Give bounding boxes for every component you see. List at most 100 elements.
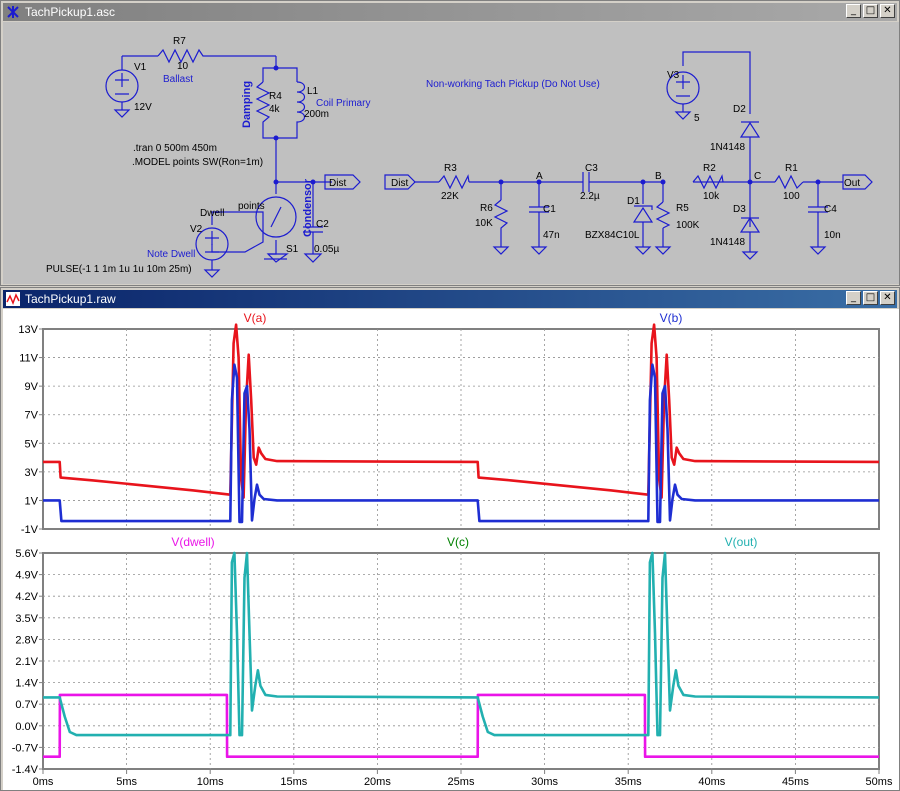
schematic-wires xyxy=(105,48,873,278)
x-tick-label: 35ms xyxy=(615,776,642,788)
v2-name: V2 xyxy=(190,224,203,235)
condensor-label: Condensor xyxy=(302,178,314,237)
waveform-titlebar[interactable]: TachPickup1.raw _ □ ✕ xyxy=(3,290,897,308)
v2-pulse: PULSE(-1 1 1m 1u 1u 10m 25m) xyxy=(46,264,192,275)
schematic-maximize-button[interactable]: □ xyxy=(863,4,878,18)
r2-value: 10k xyxy=(703,191,720,202)
r7-name: R7 xyxy=(173,36,186,47)
damping-label: Damping xyxy=(241,81,253,128)
legend-va: V(a) xyxy=(244,311,267,325)
node-b-label: B xyxy=(655,171,662,182)
waveform-title: TachPickup1.raw xyxy=(25,292,116,306)
c1-name: C1 xyxy=(543,204,556,215)
d2-value: 1N4148 xyxy=(710,142,745,153)
y-tick-label: 2.8V xyxy=(15,634,38,646)
r5-value: 100K xyxy=(676,220,700,231)
x-tick-label: 0ms xyxy=(33,776,54,788)
waveform-window: TachPickup1.raw _ □ ✕ 13V 11V 9V 7V 5V 3V 1V -1… xyxy=(0,287,900,791)
waveform-maximize-button[interactable]: □ xyxy=(863,291,878,305)
node-c-label: C xyxy=(754,171,761,182)
y-tick-label: 9V xyxy=(25,381,39,393)
x-tick-label: 25ms xyxy=(448,776,475,788)
waveform-minimize-button[interactable]: _ xyxy=(846,291,861,305)
model-directive: .MODEL points SW(Ron=1m) xyxy=(132,157,263,168)
waveform-close-button[interactable]: ✕ xyxy=(880,291,895,305)
waveform-plot-area[interactable]: 13V 11V 9V 7V 5V 3V 1V -1V V(a) V(b) 5.6V 4.9V 4.2V… xyxy=(3,309,899,790)
c3-name: C3 xyxy=(585,163,598,174)
y-tick-label: 5V xyxy=(25,438,39,450)
r2-name: R2 xyxy=(703,163,716,174)
legend-vdwell: V(dwell) xyxy=(171,535,214,549)
r5-name: R5 xyxy=(676,203,689,214)
l1-name: L1 xyxy=(307,86,319,97)
schematic-minimize-button[interactable]: _ xyxy=(846,4,861,18)
r6-name: R6 xyxy=(480,203,493,214)
d1-name: D1 xyxy=(627,196,640,207)
y-tick-label: 5.6V xyxy=(15,548,38,560)
y-tick-label: 11V xyxy=(19,353,38,365)
y-tick-label: 7V xyxy=(25,410,39,422)
schematic-close-button[interactable]: ✕ xyxy=(880,4,895,18)
y-tick-label: 1.4V xyxy=(15,678,38,690)
dist-in-port[interactable]: Dist xyxy=(391,178,408,189)
x-tick-label: 20ms xyxy=(364,776,391,788)
trace-vb xyxy=(43,363,879,524)
r3-value: 22K xyxy=(441,191,459,202)
v3-value: 5 xyxy=(694,113,700,124)
upper-plot-pane[interactable]: 13V 11V 9V 7V 5V 3V 1V -1V V(a) V(b) xyxy=(18,311,880,536)
x-tick-label: 50ms xyxy=(866,776,893,788)
out-port[interactable]: Out xyxy=(844,178,860,189)
dist-out-port[interactable]: Dist xyxy=(329,178,346,189)
r7-value: 10 xyxy=(177,61,189,72)
x-tick-label: 15ms xyxy=(280,776,307,788)
l1-value: 200m xyxy=(304,109,329,120)
y-tick-label: 4.9V xyxy=(15,570,38,582)
c2-name: C2 xyxy=(316,219,329,230)
y-tick-label: 4.2V xyxy=(15,591,38,603)
y-tick-label: -1V xyxy=(21,524,39,536)
s1-name: S1 xyxy=(286,244,299,255)
r1-value: 100 xyxy=(783,191,800,202)
circuit-comment: Non-working Tach Pickup (Do Not Use) xyxy=(426,79,600,90)
x-tick-label: 10ms xyxy=(197,776,224,788)
v2-note: Note Dwell xyxy=(147,249,195,260)
schematic-canvas[interactable]: R7 10 Ballast V1 12V R4 4k L1 Coil Prima… xyxy=(3,22,899,284)
y-tick-label: -0.7V xyxy=(12,742,39,754)
v3-name: V3 xyxy=(667,70,680,81)
x-tick-label: 5ms xyxy=(116,776,137,788)
v1-value: 12V xyxy=(134,102,152,113)
d2-name: D2 xyxy=(733,104,746,115)
component-labels: R7 10 Ballast V1 12V R4 4k L1 Coil Prima… xyxy=(46,36,860,275)
y-tick-label: 3V xyxy=(25,467,39,479)
legend-vb: V(b) xyxy=(660,311,683,325)
trace-vdwell xyxy=(43,693,879,758)
r4-name: R4 xyxy=(269,91,282,102)
y-tick-label: 2.1V xyxy=(15,656,38,668)
y-tick-label: -1.4V xyxy=(12,764,39,776)
c1-value: 47n xyxy=(543,230,560,241)
r7-label: Ballast xyxy=(163,74,193,85)
v2-label: Dwell xyxy=(200,208,224,219)
junction-dots xyxy=(273,65,821,185)
r6-value: 10K xyxy=(475,218,493,229)
x-tick-label: 30ms xyxy=(531,776,558,788)
y-tick-label: 3.5V xyxy=(15,613,38,625)
r4-value: 4k xyxy=(269,104,281,115)
schematic-titlebar[interactable]: TachPickup1.asc _ □ ✕ xyxy=(3,3,897,21)
r3-name: R3 xyxy=(444,163,457,174)
y-tick-label: 13V xyxy=(18,324,38,336)
d1-value: BZX84C10L xyxy=(585,230,640,241)
lower-plot-pane[interactable]: 5.6V4.9V4.2V3.5V2.8V2.1V1.4V0.7V0.0V-0.7… xyxy=(12,535,880,776)
waveform-app-icon xyxy=(6,292,20,306)
s1-model: points xyxy=(238,201,265,212)
c3-value: 2.2µ xyxy=(580,191,600,202)
y-tick-label: 1V xyxy=(25,495,39,507)
y-tick-label: 0.7V xyxy=(15,699,38,711)
c4-value: 10n xyxy=(824,230,841,241)
d3-name: D3 xyxy=(733,204,746,215)
schematic-app-icon xyxy=(7,6,19,18)
legend-vc: V(c) xyxy=(447,535,469,549)
node-a-label: A xyxy=(536,171,543,182)
tran-directive: .tran 0 500m 450m xyxy=(133,143,217,154)
